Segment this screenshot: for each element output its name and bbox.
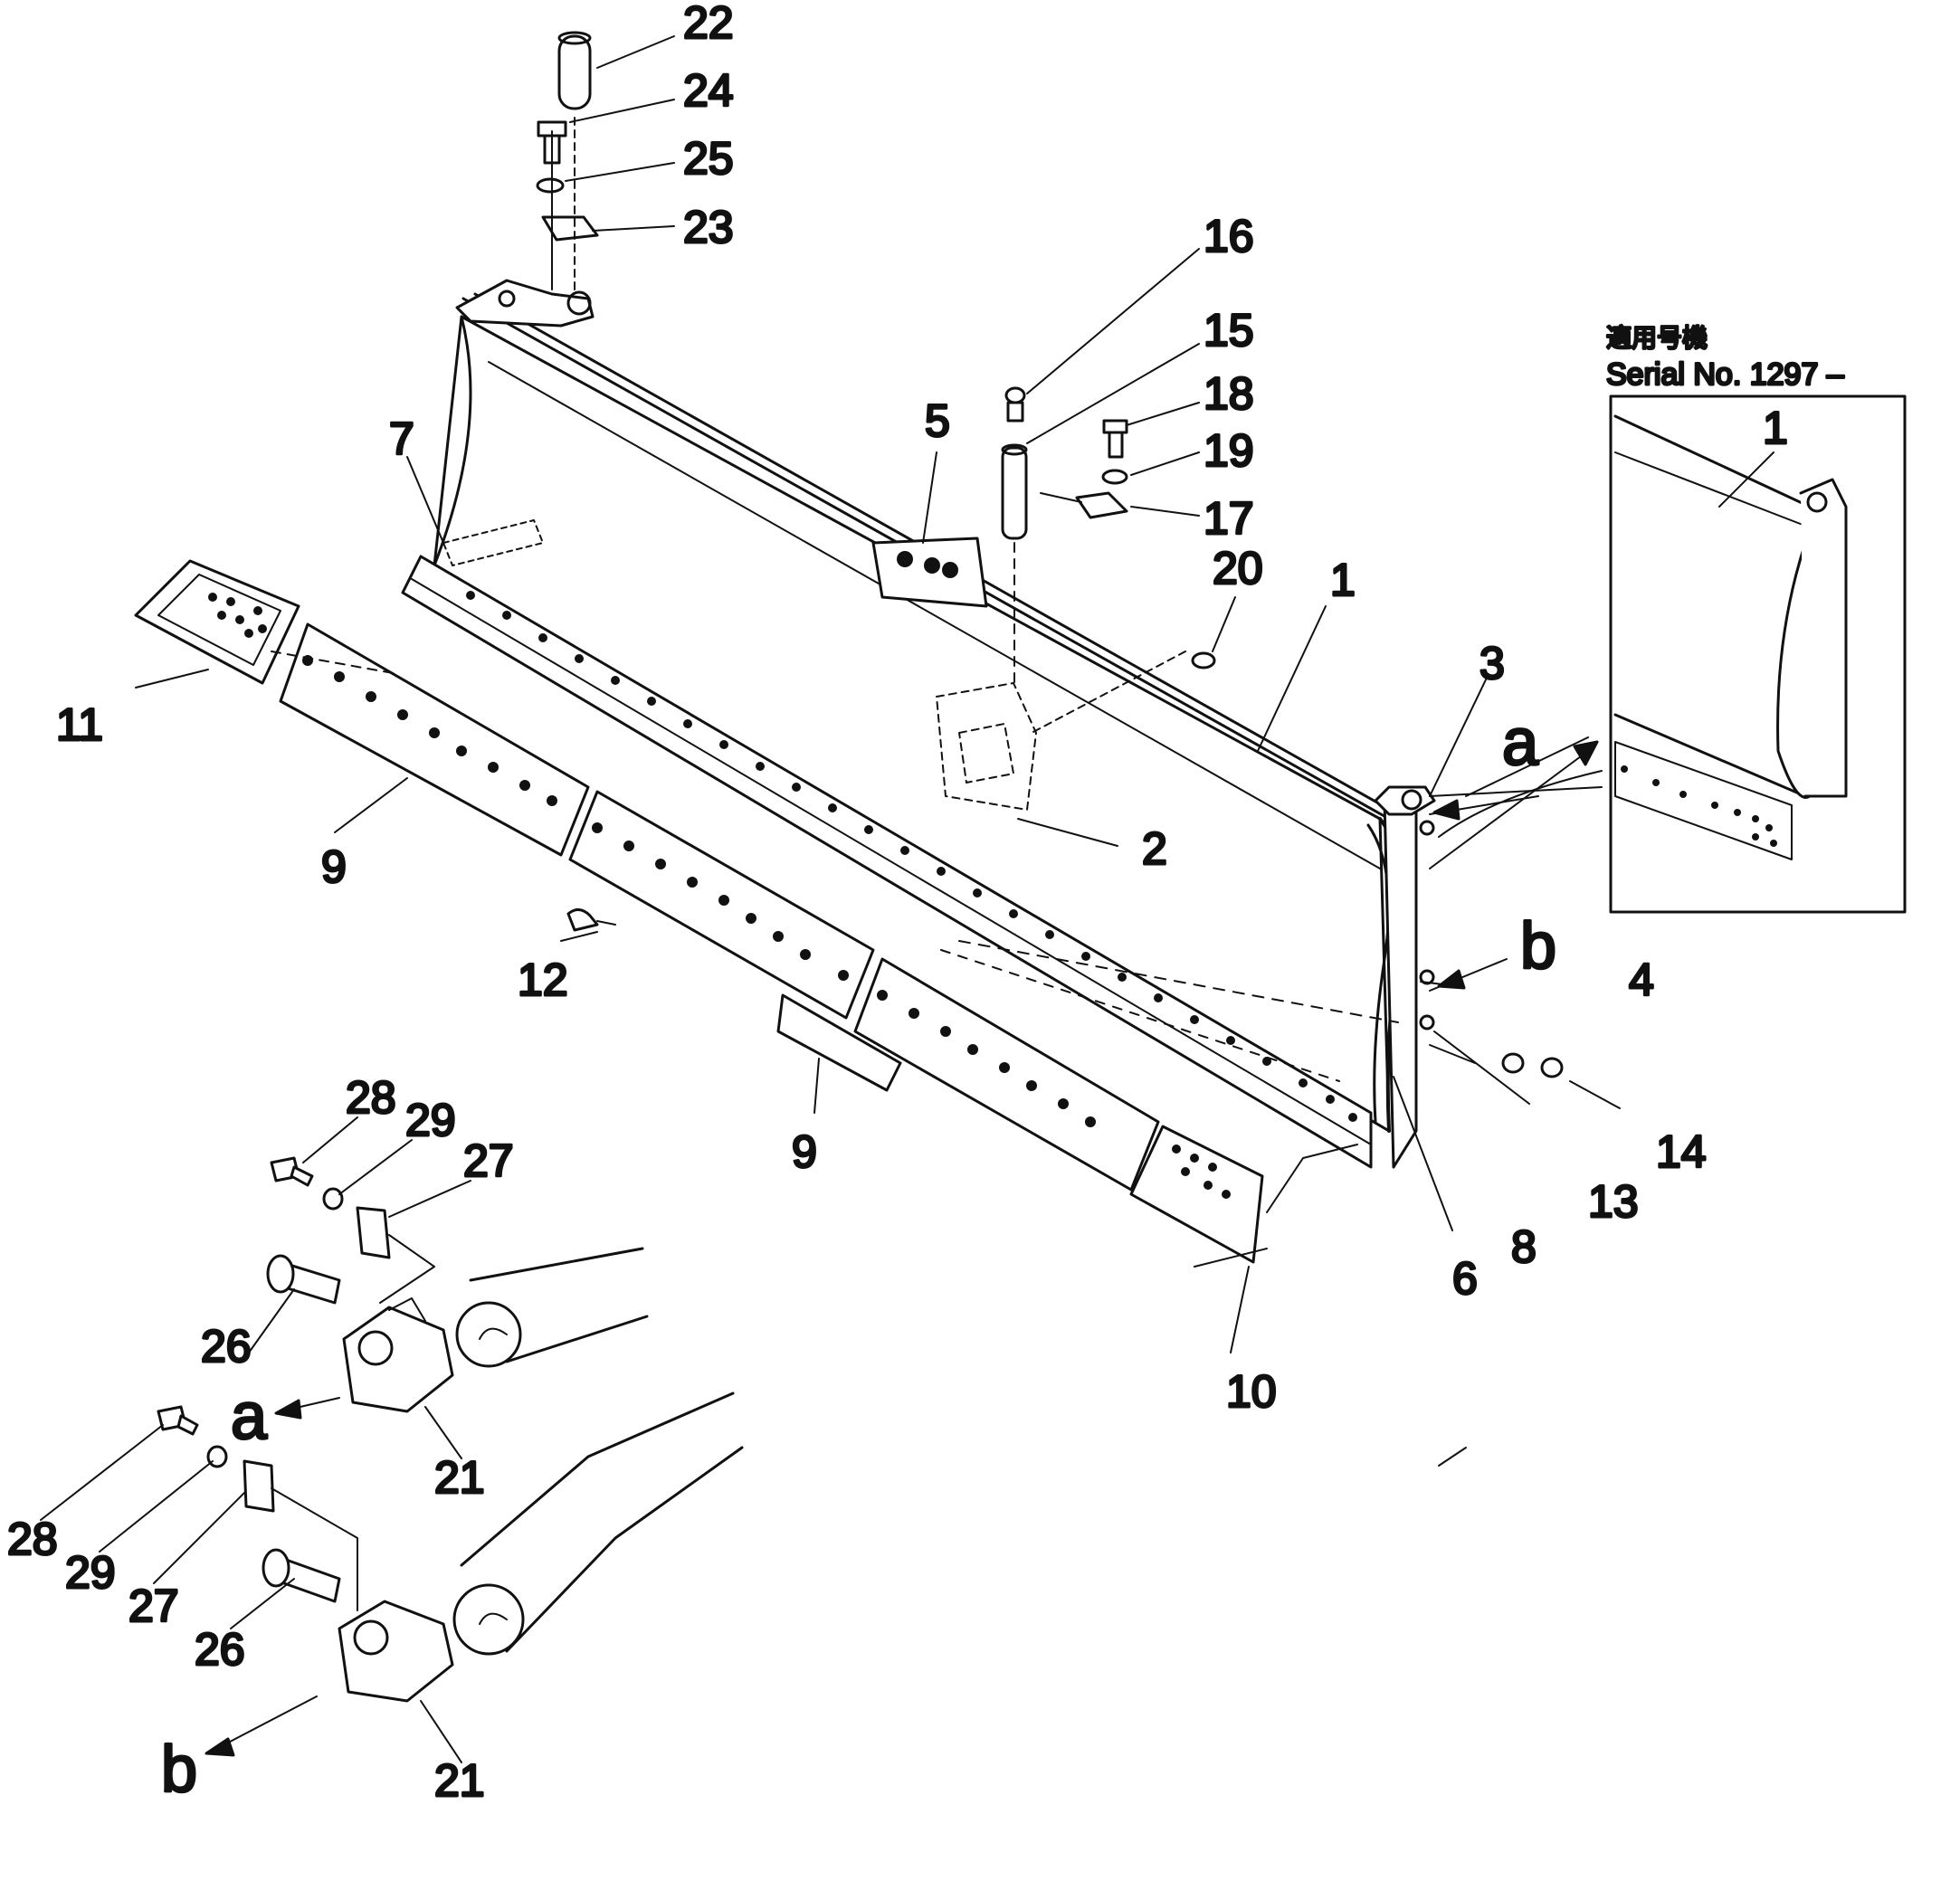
view-label-a-right: a [1502,707,1539,779]
callout-28-lower: 28 [7,1514,58,1564]
callout-1: 1 [1330,555,1356,605]
bracket-21-upper [342,1297,454,1413]
callout-18: 18 [1204,368,1254,419]
plate-27-lower [243,1459,275,1513]
inset-serial-jp: 適用号機 [1606,324,1708,352]
cutting-edge-9-center [568,790,902,1092]
callout-28-upper: 28 [346,1072,396,1123]
washer-13 [1501,1052,1525,1074]
pin-26-lower [262,1548,341,1603]
callout-3: 3 [1480,638,1505,689]
inset-callout-1: 1 [1763,403,1788,453]
leader-lines-lower [40,1116,471,1763]
end-bit-10 [1129,1125,1264,1264]
callout-24: 24 [683,65,734,116]
callout-14: 14 [1656,1126,1707,1177]
callout-21-lower: 21 [434,1755,485,1806]
plug-20 [1191,651,1216,670]
washer-25 [536,177,565,194]
bolt-28-lower [157,1405,199,1436]
view-arrow-a [1438,736,1589,1467]
callout-13: 13 [1588,1176,1639,1227]
bolt-18 [1102,419,1128,459]
callout-5: 5 [925,395,950,446]
dozer-blade [401,279,1436,1169]
inset-serial-en: Serial No. 1297 – [1606,357,1844,392]
cylinder-upper [455,1247,649,1368]
washer-19 [1101,469,1128,485]
callout-16: 16 [1204,211,1254,261]
edge-bolt-holes [466,591,1357,1122]
callout-25: 25 [683,133,734,184]
callout-7: 7 [389,413,414,464]
callout-22: 22 [683,0,734,48]
bolt-28-upper [270,1156,314,1187]
callout-27-lower: 27 [128,1581,179,1631]
callout-12: 12 [518,954,568,1005]
end-bit-11 [134,559,300,685]
callout-21-upper: 21 [434,1452,485,1503]
pin-22 [557,31,592,110]
callout-19: 19 [1204,425,1254,476]
bracket-21-lower [338,1600,454,1703]
callout-8: 8 [1511,1221,1537,1272]
grease-fitting-16 [1004,386,1026,423]
callout-11: 11 [56,699,103,750]
callout-23: 23 [683,202,734,252]
callout-15: 15 [1204,305,1254,356]
callout-17: 17 [1204,493,1254,544]
cutting-edge-9-right [853,957,1160,1192]
callout-2: 2 [1142,823,1167,874]
plate-27-upper [356,1206,391,1259]
view-label-b-left: b [161,1733,197,1806]
callout-27-upper: 27 [463,1135,514,1186]
center-plate-holes [897,551,958,578]
hidden-bracket [936,682,1037,811]
pin-15 [1001,443,1028,540]
plate-17 [1075,491,1128,519]
washer-29-upper [322,1187,344,1211]
callout-10: 10 [1226,1366,1277,1417]
callout-4: 4 [1629,954,1654,1005]
callout-20: 20 [1213,543,1263,594]
view-label-a-left: a [231,1381,268,1453]
bolt-12 [566,908,616,932]
nut-14 [1540,1057,1564,1078]
left-support [442,519,544,566]
callout-9-left: 9 [321,841,347,892]
pin-26-upper [266,1254,341,1305]
callout-26-lower: 26 [195,1624,245,1675]
callout-29-lower: 29 [65,1547,116,1598]
leader-lines [135,35,1621,1353]
callout-6: 6 [1452,1253,1478,1304]
view-label-b-right: b [1520,910,1556,983]
callout-26-upper: 26 [201,1321,252,1372]
callout-9-center: 9 [792,1126,817,1177]
callout-29-upper: 29 [405,1095,456,1145]
serial-inset [1609,394,1907,914]
cylinder-lower [452,1391,744,1656]
